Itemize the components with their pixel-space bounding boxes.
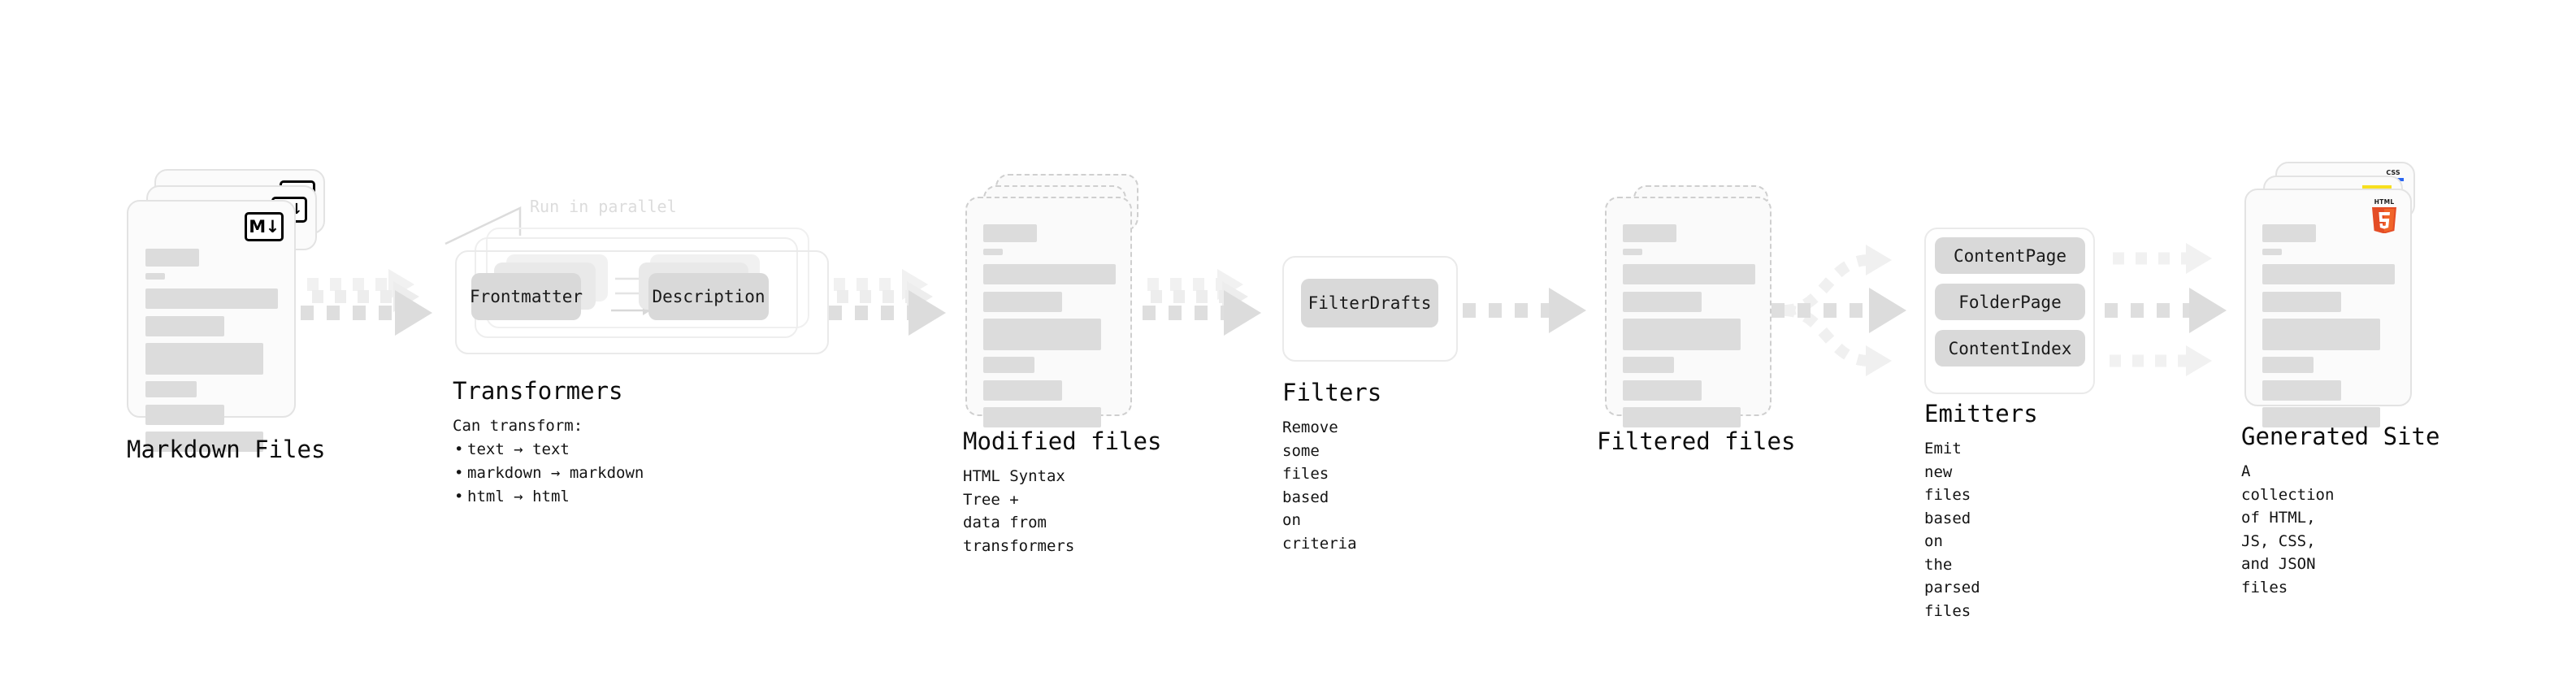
stage-title-transformers: Transformers [453,377,623,405]
skeleton-line [145,381,197,397]
html5-badge-svg: HTML [2372,198,2396,234]
skeleton-line [145,432,263,452]
stage-title-modified-files: Modified files [963,427,1162,455]
stage-caption-generated-site: A collection of HTML, JS, CSS, and JSON … [2241,462,2335,596]
skeleton-line [145,273,165,280]
skeleton-line [1623,407,1741,427]
stage-caption-filters: Remove some files based on criteria [1282,419,1357,553]
skeleton-line [2262,357,2314,373]
stage-title-filters: Filters [1282,379,1382,406]
skeleton-line [2262,407,2380,427]
transformers-group-front [455,250,829,354]
svg-text:HTML: HTML [2374,198,2395,206]
modified-card-front [965,197,1132,427]
filters-group-box [1282,256,1458,362]
bullet-item: markdown → markdown [454,462,644,485]
skeleton-line [983,319,1101,350]
skeleton-line [983,264,1116,284]
skeleton-line [983,407,1101,427]
stage-filtered-files: Filtered files [0,0,1795,681]
emitter-chip-contentindex[interactable]: ContentIndex [1935,330,2085,367]
bullet-item: text → text [454,438,644,462]
emitters-group-box [1924,228,2095,394]
skeleton-line [145,288,278,309]
skeleton-line [2262,224,2316,242]
stage-filters: FilterDrafts Filters Remove some files b… [0,0,1458,681]
filter-chip-filterdrafts[interactable]: FilterDrafts [1301,279,1438,327]
stage-title-markdown-files: Markdown Files [127,436,326,463]
bullet-item: html → html [454,485,644,509]
skeleton-line [1623,249,1642,255]
transformers-caption: Can transform: [453,417,583,435]
stage-transformers: Run in parallel Frontmatter Description … [0,0,861,681]
stage-caption-modified-files: HTML Syntax Tree + data from transformer… [963,467,1075,555]
stage-caption-emitters: Emit new files based on the parsed files [1924,440,1980,620]
skeleton-line [1623,224,1676,242]
skeleton-line [983,224,1037,242]
arrow-filtered-to-emitters [1772,245,1906,376]
stage-emitters: ContentPage FolderPage ContentIndex Emit… [0,0,2095,681]
markdown-badge-front: M↓ [245,212,284,241]
stage-title-generated-site: Generated Site [2241,423,2440,450]
skeleton-line [2262,264,2395,284]
emitter-chip-contentpage[interactable]: ContentPage [1935,237,2085,274]
skeleton-line [983,292,1062,312]
stage-markdown-files: M↓ M↓ M↓ Markdown Files [0,0,341,681]
transformers-bullet-list: text → text markdown → markdown html → h… [453,438,644,509]
skeleton-line [2262,292,2341,312]
arrow-filters-to-filtered [1463,288,1586,333]
skeleton-line [983,249,1003,255]
skeleton-line [1623,357,1674,373]
markdown-card-front: M↓ [127,200,296,452]
css-badge-label: CSS [2386,169,2400,176]
stage-title-filtered-files: Filtered files [1597,427,1796,455]
skeleton-line [2262,249,2282,255]
skeleton-line [145,343,263,375]
html5-badge: HTML [2369,197,2400,234]
stage-generated-site: CSS HTML [0,0,2439,681]
arrow-emitters-to-site [2105,243,2227,376]
skeleton-line [1623,319,1741,350]
skeleton-line [145,249,199,267]
filtered-card-front [1605,197,1772,427]
skeleton-line [1623,264,1755,284]
transformer-chip-frontmatter[interactable]: Frontmatter [470,273,583,320]
transformer-chip-description[interactable]: Description [648,273,769,320]
skeleton-line [1623,292,1702,312]
skeleton-line [2262,319,2380,350]
run-in-parallel-label: Run in parallel [530,197,677,216]
arrow-modified-to-filters [1143,269,1261,336]
skeleton-line [145,316,224,336]
skeleton-line [983,380,1062,401]
stage-modified-files: Modified files HTML Syntax Tree + data f… [0,0,1161,681]
emitter-chip-folderpage[interactable]: FolderPage [1935,284,2085,320]
generated-card-front: HTML [2244,189,2412,427]
transformers-bullets: Can transform: text → text markdown → ma… [453,414,644,509]
skeleton-line [145,405,224,425]
skeleton-line [1623,380,1702,401]
skeleton-line [983,357,1034,373]
stage-title-emitters: Emitters [1924,400,2038,427]
skeleton-line [2262,380,2341,401]
